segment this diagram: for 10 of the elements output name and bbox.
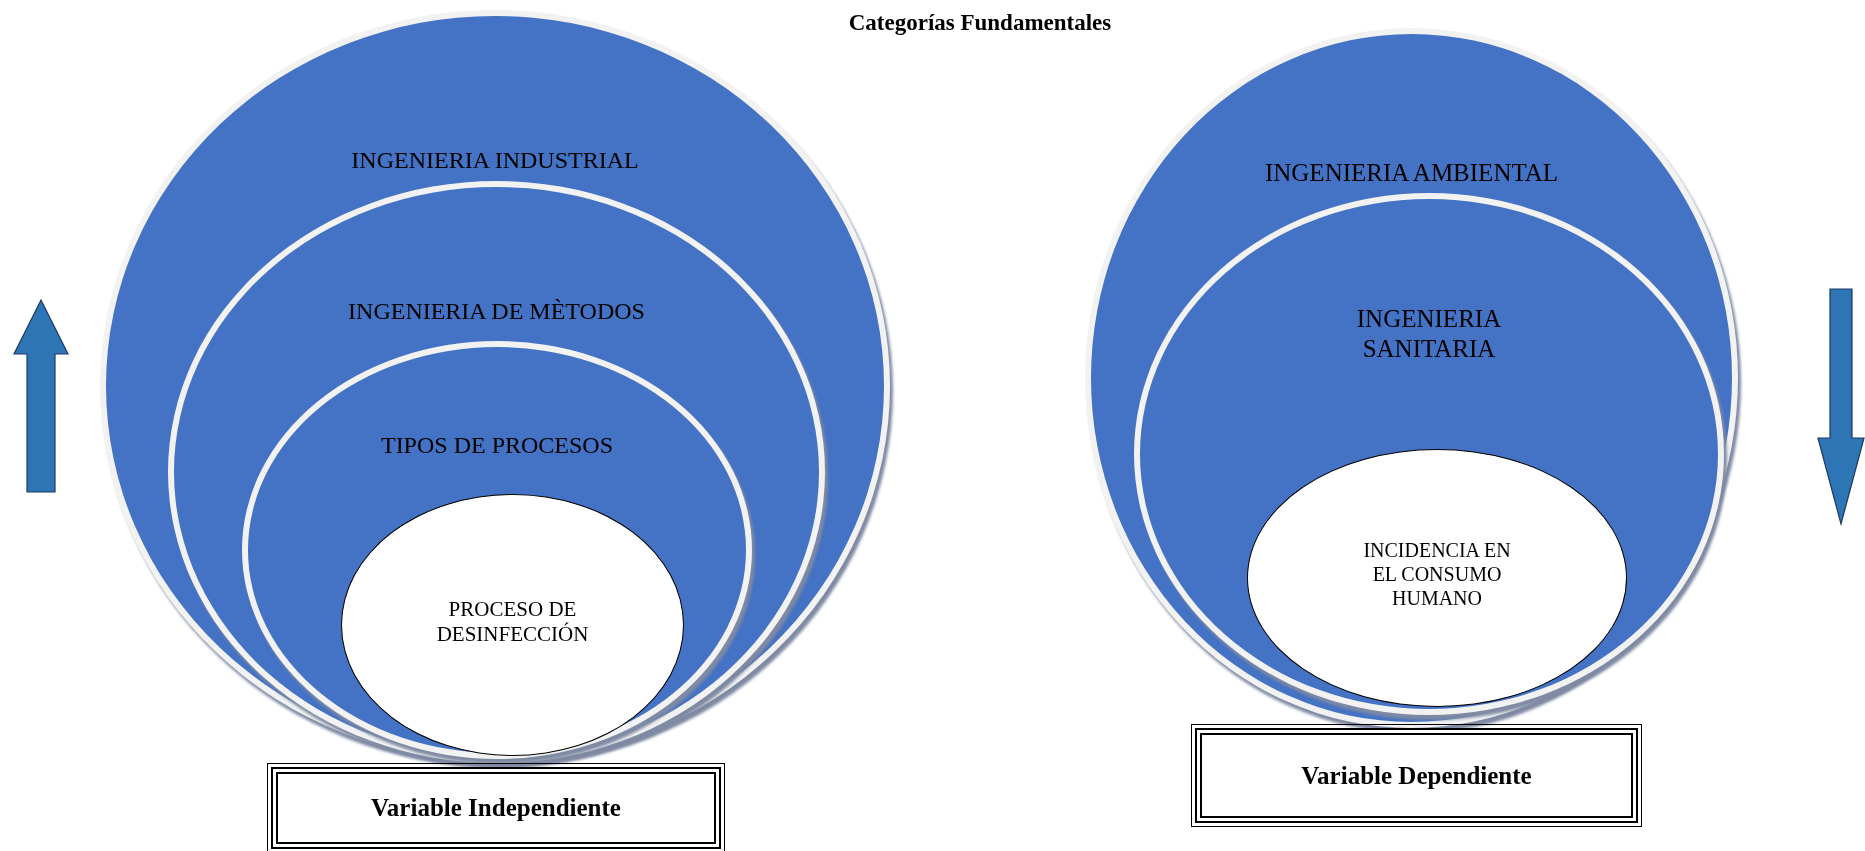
variable-label: Variable Dependiente: [1300, 761, 1533, 790]
category-label: INGENIERIA SANITARIA: [1355, 304, 1503, 364]
title: Categorías Fundamentales: [847, 10, 1113, 36]
category-label: TIPOS DE PROCESOS: [379, 431, 615, 460]
category-label: INGENIERIA DE MÈTODOS: [347, 297, 646, 326]
category-label: INCIDENCIA EN EL CONSUMO HUMANO: [1362, 538, 1512, 611]
category-label: INGENIERIA INDUSTRIAL: [350, 146, 640, 175]
variable-label: Variable Independiente: [370, 794, 622, 822]
category-label: PROCESO DE DESINFECCIÓN: [435, 597, 590, 648]
category-label: INGENIERIA AMBIENTAL: [1263, 158, 1560, 188]
